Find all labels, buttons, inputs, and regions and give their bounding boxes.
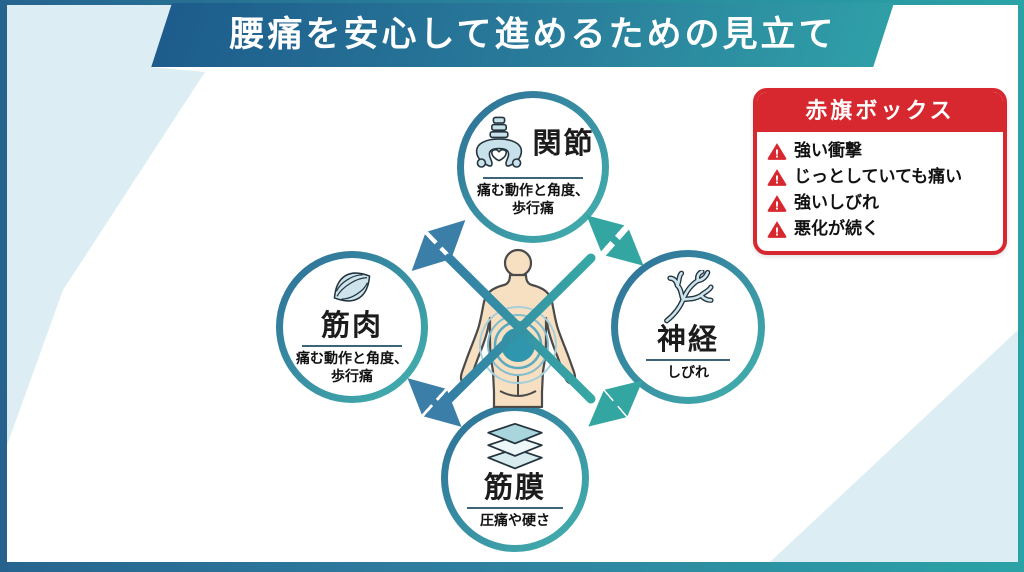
red-flag-box: 赤旗ボックス ! 強い衝撃 ! じっとしていても痛い ! 強いしびれ ! 悪化が… [753,88,1007,255]
node-joint: 関節 痛む動作と角度、 歩行痛 [457,91,609,243]
red-flag-item-text: 悪化が続く [794,218,879,239]
node-fascia: 筋膜 圧痛や硬さ [441,404,589,552]
page-title: 腰痛を安心して進めるための見立て [229,15,837,55]
desc-line: 痛む動作と角度、 [477,183,589,199]
svg-text:!: ! [775,147,780,160]
arrow-muscle-fascia [407,378,462,427]
frame-border-left [0,0,7,572]
red-flag-item-text: 強いしびれ [794,192,879,213]
desc-line: 歩行痛 [512,200,554,217]
frame-border-top [0,0,1024,5]
nerve-branch-icon [664,269,714,323]
node-muscle-desc: 痛む動作と角度、 歩行痛 [296,351,408,386]
warning-triangle-icon: ! [767,220,787,238]
divider [646,358,730,361]
divider [466,506,564,509]
desc-line: 痛む動作と角度、 [296,351,408,368]
warning-triangle-icon: ! [767,143,787,160]
warning-triangle-icon: ! [767,195,787,212]
muscle-icon [333,272,371,302]
node-joint-desc: 痛む動作と角度、 歩行痛 [477,183,589,218]
red-flag-item: ! 強いしびれ [767,192,993,215]
node-nerve-label: 神経 [656,321,719,356]
node-muscle: 筋肉 痛む動作と角度、 歩行痛 [276,251,428,403]
warning-triangle-icon: ! [767,169,787,186]
node-nerve-desc: しびれ [667,365,709,383]
red-flag-item-text: じっとしていても痛い [794,166,963,187]
node-joint-head: 関節 [471,114,594,172]
node-nerve: 神経 しびれ [611,250,765,404]
arrow-muscle-joint [411,219,466,272]
node-fascia-desc: 圧痛や硬さ [480,513,550,531]
fascia-layers-icon [487,422,543,469]
arrow-nerve-fascia [588,380,643,427]
pelvis-joint-icon [476,116,523,168]
desc-line: 圧痛や硬さ [480,512,550,529]
red-flag-item: ! じっとしていても痛い [767,166,993,189]
desc-line: しびれ [667,364,709,381]
svg-text:!: ! [775,199,780,212]
svg-text:!: ! [775,225,780,238]
desc-line: 歩行痛 [331,368,373,385]
red-flag-item: ! 強い衝撃 [767,140,993,163]
node-joint-label: 関節 [532,125,595,160]
red-flag-item-text: 強い衝撃 [794,141,862,161]
svg-text:!: ! [775,173,780,186]
red-flag-item: ! 悪化が続く [767,218,993,241]
red-flag-box-title: 赤旗ボックス [757,92,1003,132]
frame-border-bottom [0,562,1024,572]
title-banner: 腰痛を安心して進めるための見立て [151,3,894,67]
node-muscle-label: 筋肉 [320,307,383,342]
node-fascia-label: 筋膜 [483,469,546,504]
arrow-joint-nerve [586,215,644,266]
frame-border-right [1018,0,1024,572]
red-flag-list: ! 強い衝撃 ! じっとしていても痛い ! 強いしびれ ! 悪化が続く [757,132,1003,251]
divider [483,177,583,179]
divider [302,345,402,348]
body-back-figure-icon [459,248,577,408]
